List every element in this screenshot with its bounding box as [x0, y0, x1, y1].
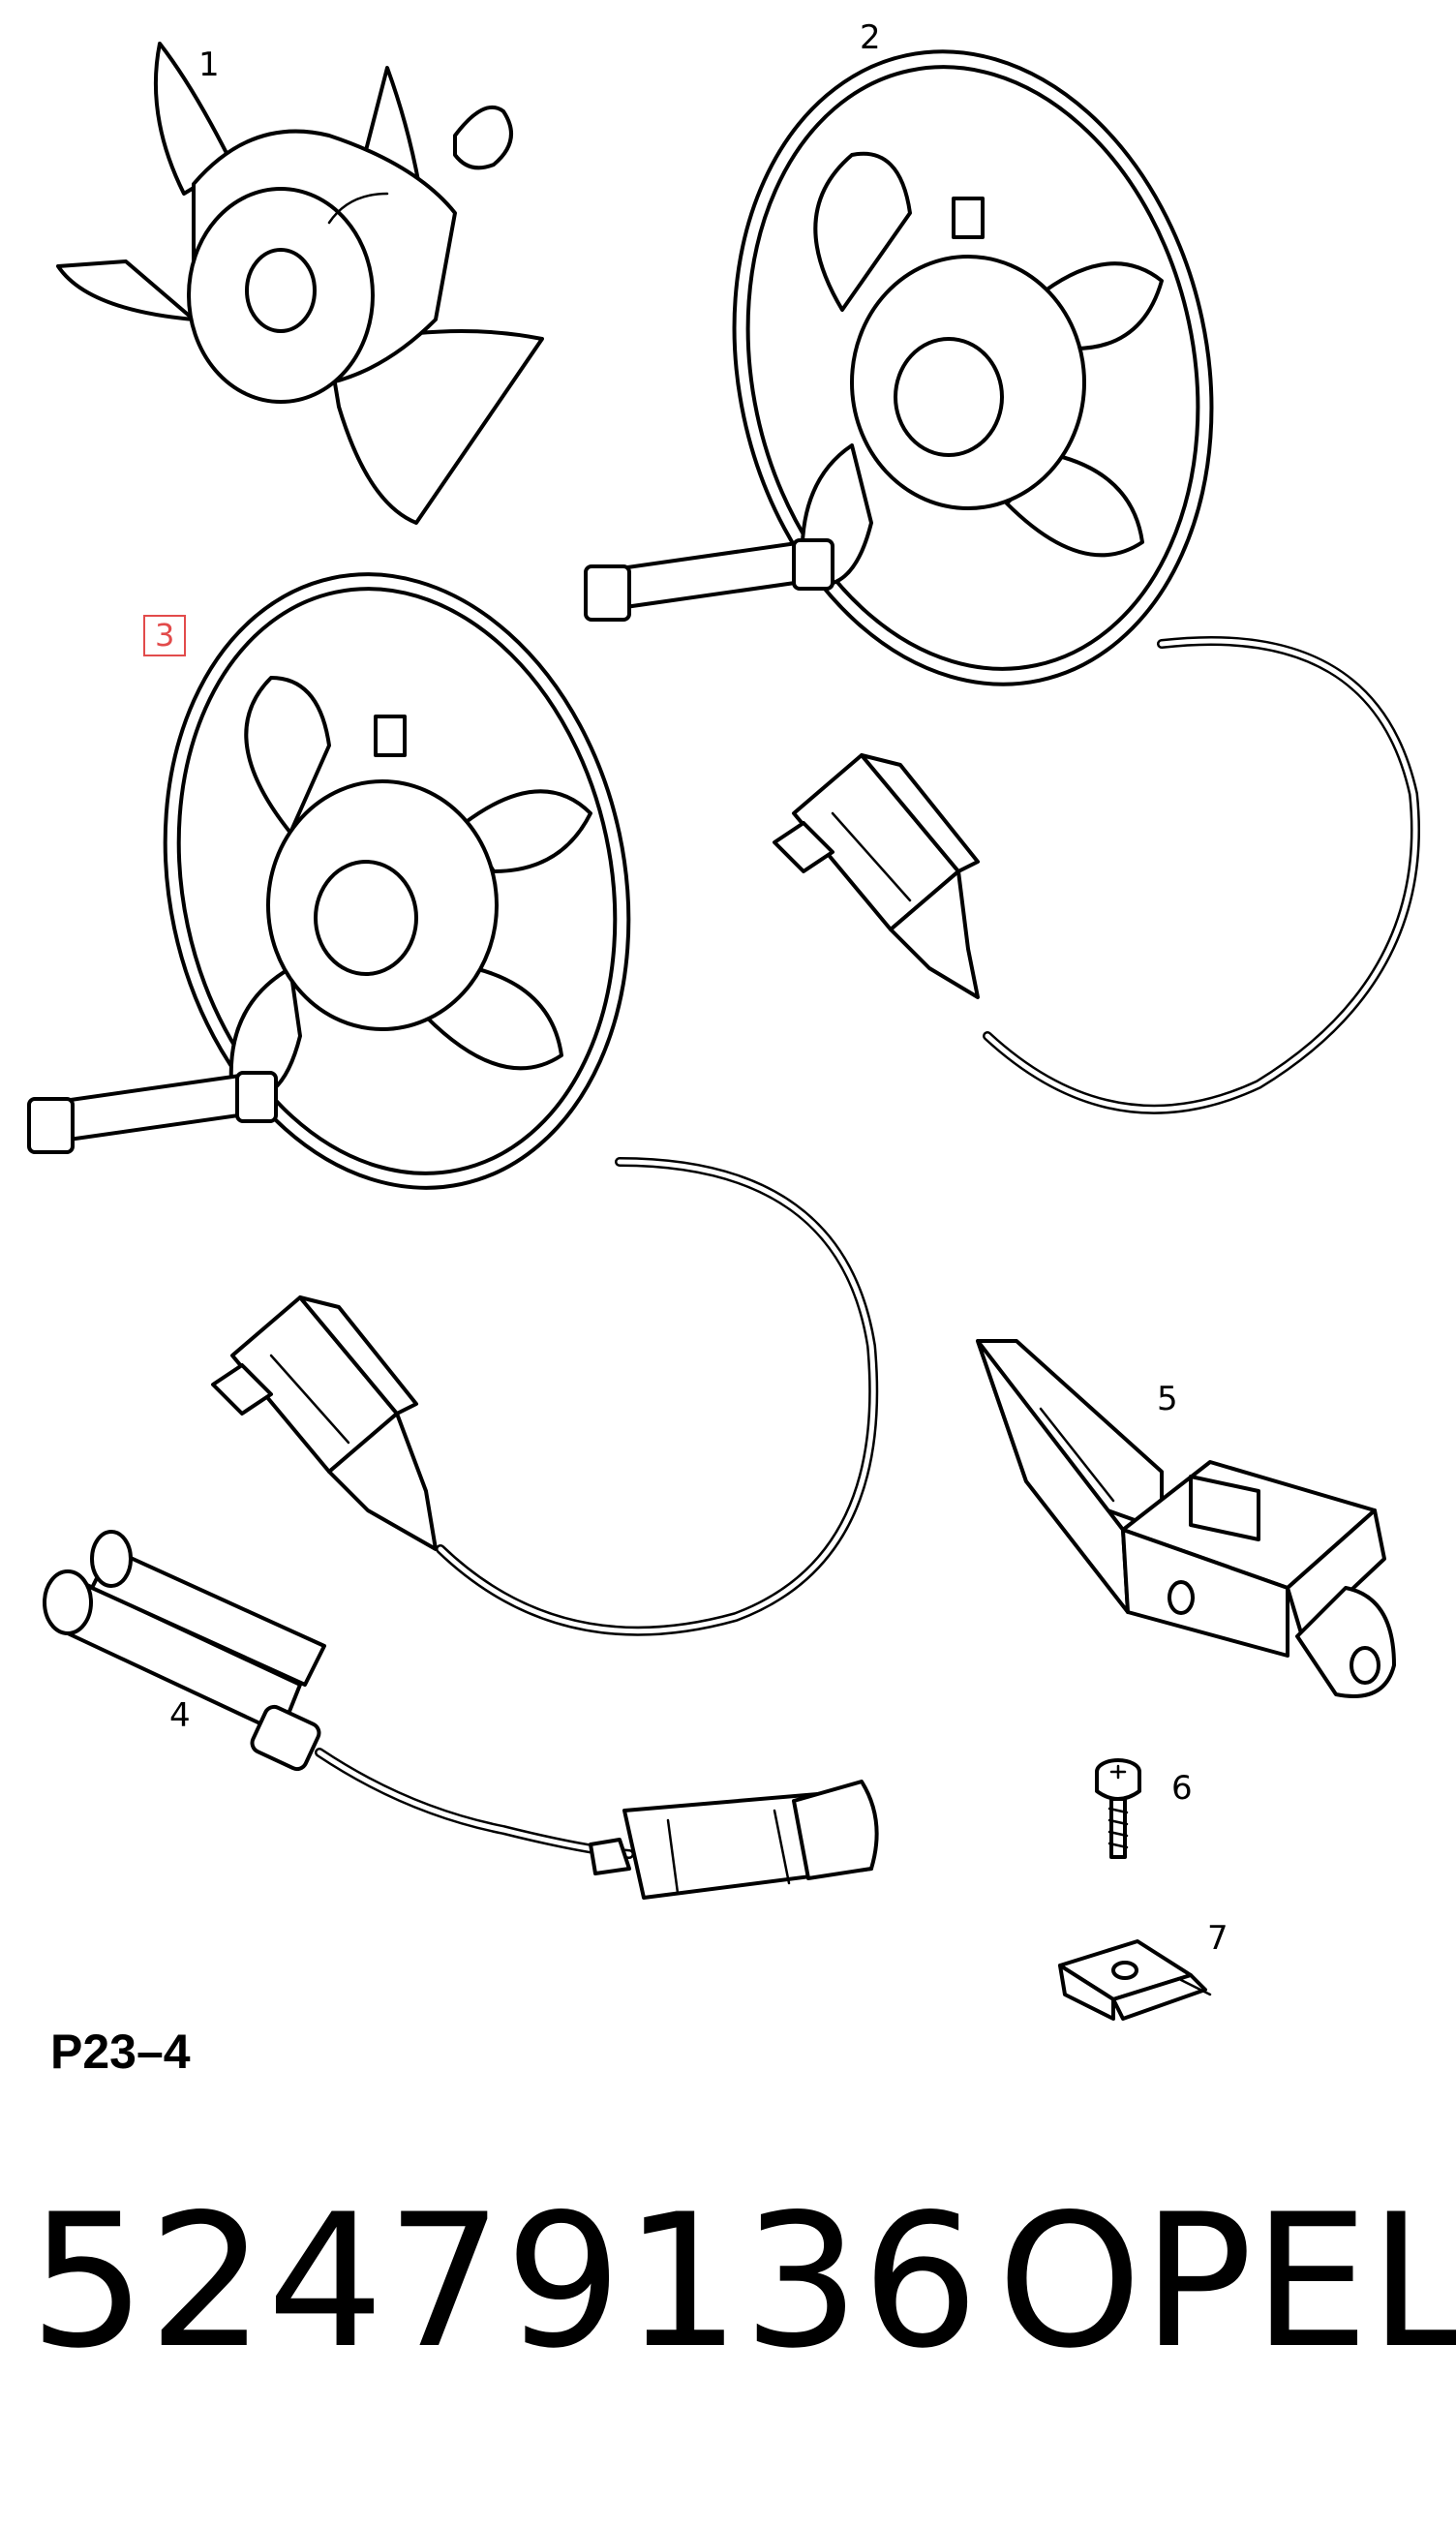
brand-name: OPEL	[997, 2175, 1456, 2389]
part-2-fan-assembly	[584, 49, 1420, 1114]
part-4-resistor-harness	[43, 1530, 879, 1900]
part-4-connector	[589, 1780, 879, 1900]
callout-1: 1	[198, 46, 220, 84]
callout-3: 3	[143, 615, 187, 657]
part-number: 52479136	[29, 2175, 982, 2389]
part-6-screw	[1095, 1758, 1141, 1859]
part-7-clip	[1058, 1939, 1212, 2021]
part-2-connector	[773, 753, 980, 999]
part-3-connector	[211, 1295, 438, 1551]
callout-5: 5	[1157, 1380, 1178, 1418]
part-1-fan-impeller	[56, 42, 544, 525]
figure-code: P23–4	[50, 2025, 191, 2079]
callout-7: 7	[1207, 1919, 1228, 1958]
callout-6: 6	[1171, 1769, 1193, 1808]
callout-2: 2	[860, 18, 881, 57]
part-3-fan-assembly	[27, 572, 879, 1636]
part-5-bracket	[976, 1339, 1396, 1698]
callout-4: 4	[169, 1696, 191, 1735]
